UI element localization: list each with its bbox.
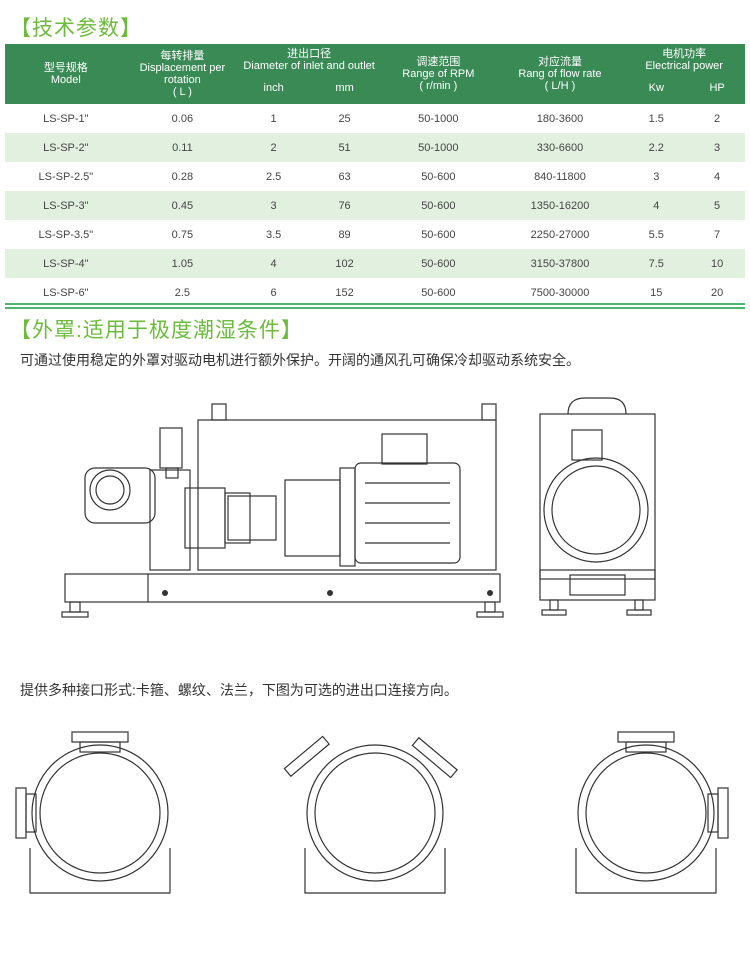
table-cell: 50-600 [421, 286, 456, 299]
table-cell: 51 [338, 141, 351, 154]
table-cell: 10 [710, 257, 724, 270]
table-cell: 50-1000 [418, 141, 459, 154]
header-kw: Kw [648, 82, 664, 94]
table-cell: 3 [270, 199, 277, 212]
table-cell: 0.28 [171, 170, 194, 183]
table-cell: 152 [335, 286, 354, 299]
table-cell: 4 [653, 199, 660, 212]
table-cell: 1.5 [648, 112, 664, 125]
table-cell: 1.05 [171, 257, 194, 270]
table-cell: 76 [338, 199, 351, 212]
table-cell: 0.06 [171, 112, 194, 125]
pump-front-view-drawing [539, 397, 656, 616]
table-cell: 3 [653, 170, 660, 183]
table-cell: 5.5 [648, 228, 664, 241]
table-cell: 7500-30000 [530, 286, 590, 299]
table-row: LS-SP-2" 0.11 2 51 50-1000 330-6600 2.2 3 [5, 133, 745, 162]
table-cell: 50-1000 [418, 112, 459, 125]
table-cell: 7.5 [648, 257, 664, 270]
table-cell: 4 [270, 257, 277, 270]
table-bottom-rule [5, 303, 745, 305]
table-row: LS-SP-2.5" 0.28 2.5 63 50-600 840-11800 3 4 [5, 162, 745, 191]
table-cell: 2 [270, 141, 277, 154]
table-cell: LS-SP-2" [43, 141, 89, 154]
table-cell: 3.5 [265, 228, 282, 241]
table-cell: 3150-37800 [530, 257, 590, 270]
table-cell: LS-SP-6" [43, 286, 89, 299]
table-row: LS-SP-1" 0.06 1 25 50-1000 180-3600 1.5 2 [5, 104, 745, 133]
inlet-outlet-orientation-drawings [15, 731, 729, 894]
table-row: LS-SP-3" 0.45 3 76 50-600 1350-16200 4 5 [5, 191, 745, 220]
table-cell: 6 [270, 286, 277, 299]
table-cell: 0.11 [172, 141, 193, 154]
table-cell: 50-600 [421, 199, 456, 212]
table-cell: LS-SP-3" [43, 199, 89, 212]
table-cell: 50-600 [421, 170, 456, 183]
table-cell: 1 [270, 112, 277, 125]
table-cell: 89 [338, 228, 351, 241]
enclosure-description: 可通过使用稳定的外罩对驱动电机进行额外保护。开阔的通风孔可确保冷却驱动系统安全。 [20, 352, 580, 368]
pump-side-view-drawing [61, 403, 504, 618]
table-cell: 1350-16200 [530, 199, 590, 212]
table-cell: 3 [714, 141, 721, 154]
table-cell: 330-6600 [536, 141, 584, 154]
table-cell: 180-3600 [536, 112, 584, 125]
table-cell: 4 [714, 170, 721, 183]
section-title-enclosure: 【外罩:适用于极度潮湿条件】 [10, 319, 303, 342]
section-title-tech-params: 【技术参数】 [10, 17, 142, 40]
table-cell: 15 [650, 286, 663, 299]
table-cell: 7 [714, 228, 721, 241]
table-cell: 5 [714, 199, 721, 212]
header-hp: HP [709, 82, 725, 94]
table-cell: 2250-27000 [530, 228, 590, 241]
table-cell: 2.5 [265, 170, 282, 183]
table-cell: 25 [338, 112, 351, 125]
table-cell: 840-11800 [534, 170, 586, 183]
table-cell: 0.45 [171, 199, 194, 212]
table-cell: LS-SP-4" [43, 257, 89, 270]
table-row: LS-SP-3.5" 0.75 3.5 89 50-600 2250-27000 5.5 7 [5, 220, 745, 249]
header-inch: inch [263, 82, 284, 94]
table-cell: 50-600 [421, 257, 456, 270]
table-cell: 0.75 [171, 228, 194, 241]
table-cell: LS-SP-1" [43, 112, 89, 125]
table-row: LS-SP-4" 1.05 4 102 50-600 3150-37800 7.5 10 [5, 249, 745, 278]
table-cell: 2 [714, 112, 721, 125]
table-cell: LS-SP-3.5" [38, 228, 94, 241]
orientation-view-middle [283, 735, 458, 894]
header-mm: mm [335, 82, 354, 94]
table-cell: 20 [710, 286, 724, 299]
table-cell: 2.5 [174, 286, 191, 299]
table-cell: LS-SP-2.5" [38, 170, 94, 183]
orientation-view-right [575, 731, 729, 894]
table-cell: 63 [338, 170, 351, 183]
table-cell: 50-600 [421, 228, 456, 241]
orientation-view-left [15, 731, 171, 894]
table-cell: 102 [335, 257, 354, 270]
table-cell: 2.2 [648, 141, 664, 154]
connection-description: 提供多种接口形式:卡箍、螺纹、法兰，下图为可选的进出口连接方向。 [20, 682, 458, 698]
table-row: LS-SP-6" 2.5 6 152 50-600 7500-30000 15 20 [5, 278, 745, 308]
